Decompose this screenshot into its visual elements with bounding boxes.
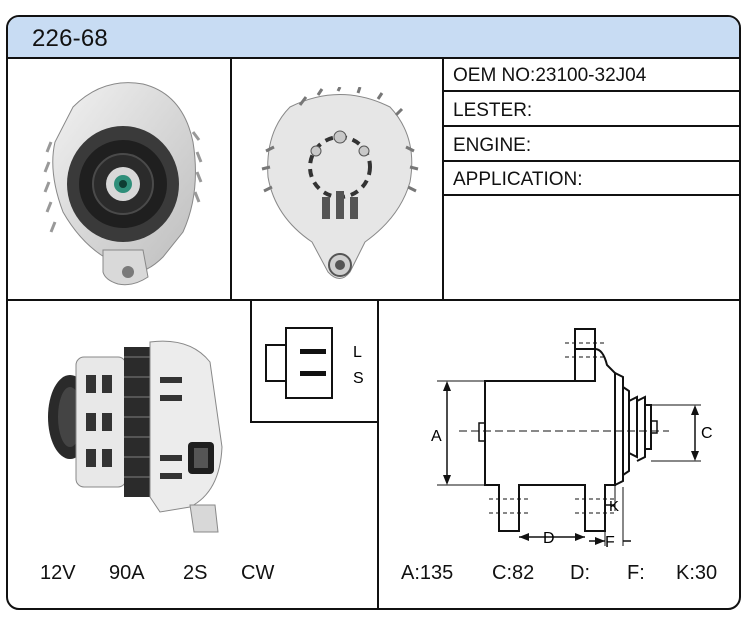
spec-dim-a: A:135 [401,562,454,584]
spec-voltage: 12V [40,562,76,584]
dim-a-label: A [431,428,442,445]
connector-label-l: L [353,344,362,361]
drawing-fins [614,372,630,486]
connector-latch [265,344,287,382]
spec-dim-d: D: [570,562,590,584]
divider-v-bottom-left [377,299,379,608]
product-card: 226-68 OEM NO:23100-32J04 LESTER: ENGINE… [6,15,741,610]
part-number-title: 226-68 [32,25,108,52]
dimension-drawing: A C D F K [431,328,713,551]
header-bar: 226-68 [8,17,739,59]
connector-pin-s [300,371,326,376]
spec-dim-c: C:82 [492,562,535,584]
connector-housing [285,327,333,399]
dim-f-label: F [605,534,615,551]
drawing-shaft [650,420,658,434]
divider-v-top-left [230,59,232,301]
lester-label: LESTER: [453,100,533,121]
oem-label: OEM NO: [453,65,536,86]
oem-value: 23100-32J04 [535,65,647,86]
dim-c-label: C [701,425,713,442]
info-row-application: APPLICATION: [444,163,739,196]
drawing-rear-boss [478,422,486,442]
alternator-front-image [43,82,203,286]
spec-amperage: 90A [109,562,145,584]
info-row-oem: OEM NO:23100-32J04 [444,59,739,92]
connector-diagram: L S [265,327,364,399]
divider-h-middle [8,299,739,301]
alternator-side-image [48,340,223,533]
alternator-rear-image [261,87,419,279]
dim-d-label: D [543,530,555,547]
spec-dim-f: F: [627,562,645,584]
divider-v-top-right [442,59,444,301]
engine-label: ENGINE: [453,135,532,156]
spec-dim-k: K:30 [676,562,718,584]
divider-v-connector [250,299,252,423]
divider-h-connector [250,421,379,423]
info-row-engine: ENGINE: [444,129,739,162]
dim-k-label: K [609,498,619,515]
connector-pin-l [300,349,326,354]
connector-label-s: S [353,370,364,387]
spec-plug: 2S [183,562,208,584]
application-label: APPLICATION: [453,169,583,190]
info-row-lester: LESTER: [444,94,739,127]
spec-rotation: CW [241,562,275,584]
drawing-top-ear [574,328,596,382]
drawing-pulley [628,395,652,462]
